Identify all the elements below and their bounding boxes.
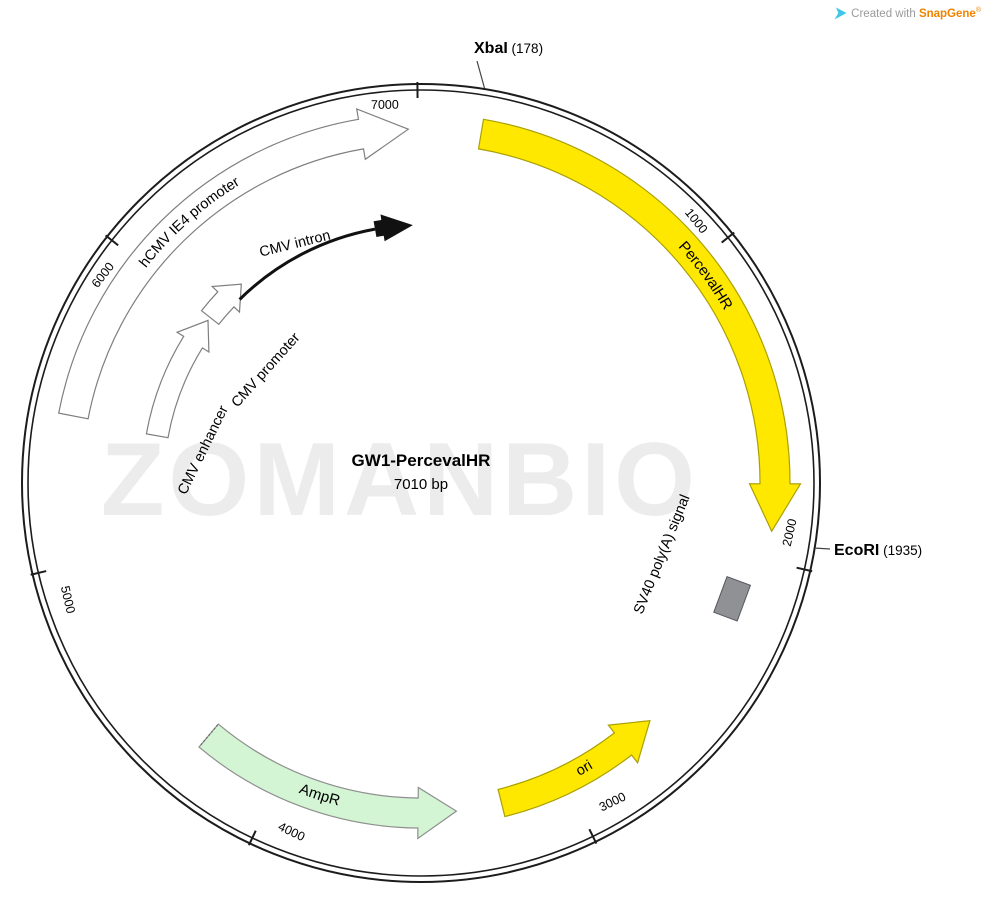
watermark-text: ZOMANBIO xyxy=(101,422,699,538)
feature-arrowhead-cmv-intron xyxy=(373,214,413,242)
site-position-EcoRI: (1935) xyxy=(879,543,922,558)
tick-mark-1000 xyxy=(721,231,735,244)
backbone-inner-circle xyxy=(27,89,815,877)
feature-arrow-cmv-enhancer xyxy=(145,319,210,439)
feature-label-cmv-intron: CMV intron xyxy=(258,228,332,261)
feature-label-text-ori: ori xyxy=(573,757,595,779)
site-name-EcoRI: EcoRI xyxy=(834,542,879,559)
tick-label-2000: 2000 xyxy=(780,517,800,547)
credit-text: Created with SnapGene® xyxy=(851,7,981,20)
feature-arrow-ori xyxy=(497,720,651,818)
feature-label-cmv-promoter: CMV promoter xyxy=(229,330,304,411)
tick-mark-5000 xyxy=(30,570,47,576)
tick-mark-4000 xyxy=(247,830,257,846)
site-label-EcoRI: EcoRI (1935) xyxy=(834,542,922,559)
site-position-XbaI: (178) xyxy=(508,41,543,56)
snapgene-logo-icon xyxy=(834,7,847,20)
feature-line-cmv-intron xyxy=(238,227,376,301)
feature-dashed-boundary-ampr xyxy=(199,724,219,747)
site-label-XbaI: XbaI (178) xyxy=(474,40,543,57)
credit-line: Created with SnapGene® xyxy=(834,7,981,20)
feature-arrow-cmv-promoter xyxy=(200,283,242,326)
snapgene-brand: SnapGene xyxy=(918,7,976,20)
site-leader-XbaI xyxy=(476,60,486,89)
feature-box-sv40-polya-signal xyxy=(713,575,752,622)
tick-label-7000: 7000 xyxy=(371,98,399,112)
credit-prefix: Created with xyxy=(851,7,919,20)
snapgene-logo-shape xyxy=(834,7,847,20)
tick-mark-3000 xyxy=(588,828,598,845)
feature-arrow-percevalhr xyxy=(477,118,802,533)
backbone-outer-circle xyxy=(21,83,821,883)
site-name-XbaI: XbaI xyxy=(474,40,508,57)
tick-label-3000: 3000 xyxy=(597,790,628,815)
tick-label-5000: 5000 xyxy=(58,585,78,615)
site-leader-EcoRI xyxy=(815,547,831,550)
feature-label-ori: ori xyxy=(573,757,595,779)
tick-mark-2000 xyxy=(796,566,813,573)
feature-arrow-hcmv-ie4-promoter xyxy=(57,108,410,420)
feature-arrow-ampr xyxy=(198,723,458,840)
tick-label-4000: 4000 xyxy=(276,819,307,844)
registered-mark: ® xyxy=(975,7,981,15)
tick-mark-6000 xyxy=(104,234,119,247)
